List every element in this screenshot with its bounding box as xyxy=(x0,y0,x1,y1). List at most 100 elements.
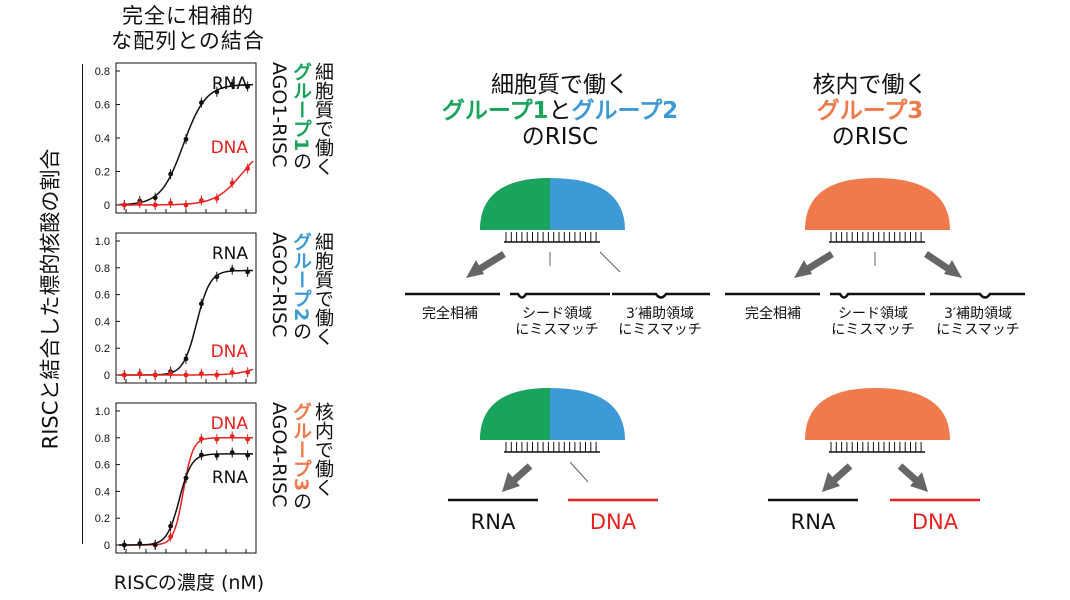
y-tick-label: 1.0 xyxy=(95,406,110,418)
arrow-rna-right xyxy=(829,463,853,485)
risc-group3-lower xyxy=(805,388,950,440)
data-point xyxy=(183,356,189,362)
x-axis-label: RISCの濃度 (nM) xyxy=(113,572,265,594)
panel-1-group: グループ1 xyxy=(290,62,312,152)
data-point xyxy=(245,369,251,375)
target-seed-right xyxy=(830,292,925,299)
series-label-top: RNA xyxy=(212,244,249,264)
data-point xyxy=(245,452,251,458)
data-point xyxy=(199,301,204,307)
data-point xyxy=(229,369,235,375)
arrowhead-perfect-left xyxy=(466,260,484,278)
arrowhead-rna-left xyxy=(502,472,520,492)
data-point xyxy=(199,100,204,106)
label-perfect-left: 完全相補 xyxy=(422,306,478,322)
x-tick-label: 0.001 xyxy=(139,558,169,560)
arrowhead-dna-right xyxy=(910,472,928,492)
risc-group1-2-lower xyxy=(480,388,625,440)
arrowhead-perfect-right xyxy=(794,260,812,278)
y-tick-label: 0.4 xyxy=(95,133,110,145)
y-tick-label: 0.2 xyxy=(95,167,110,179)
guide-strand-comb xyxy=(504,232,600,243)
dna-label-left: DNA xyxy=(589,510,637,534)
series-label-mid: DNA xyxy=(211,138,249,158)
data-point xyxy=(199,452,204,458)
rna-label-right: RNA xyxy=(790,510,836,534)
guide-strand-comb-lower xyxy=(504,442,600,453)
risc-group3-upper xyxy=(805,178,950,230)
arrow-perfect-right xyxy=(804,251,834,273)
data-point xyxy=(229,180,235,186)
label-seed-right: シード領域 にミスマッチ xyxy=(831,306,915,338)
plot-title: 完全に相補的 な配列との結合 xyxy=(88,4,288,54)
arrow-dna-left xyxy=(569,461,589,483)
series-label-mid: DNA xyxy=(211,342,249,362)
rna-label-left: RNA xyxy=(470,510,516,534)
data-point xyxy=(214,436,220,442)
panel-1: 0.8 0.6 0.4 0.2 0 RNA DNA xyxy=(95,62,257,214)
data-point xyxy=(121,372,127,378)
cytoplasm-group-2: グループ2 xyxy=(571,98,679,124)
arrow-rna-left xyxy=(509,463,533,485)
data-point xyxy=(168,523,173,529)
data-point xyxy=(229,434,235,439)
nucleus-header: 核内で働く グループ3 のRISC xyxy=(750,72,990,150)
data-point xyxy=(199,198,204,203)
data-point xyxy=(245,269,251,275)
cytoplasm-header: 細胞質で働く グループ1とグループ2 のRISC xyxy=(410,72,710,150)
y-tick-label: 0.4 xyxy=(95,316,110,328)
y-tick-label: 0.8 xyxy=(95,433,110,445)
y-tick-label: 0.2 xyxy=(95,343,110,355)
cytoplasm-group-1: グループ1 xyxy=(441,98,549,124)
y-tick-label: 0.8 xyxy=(95,66,110,78)
y-axis-label-rule xyxy=(82,64,83,544)
data-point xyxy=(137,371,143,377)
arrow-supp-right xyxy=(924,251,952,273)
y-tick-label: 0.6 xyxy=(95,290,110,302)
data-point xyxy=(214,89,220,95)
panel-2-side-label: 細胞質で働く グループ2の xyxy=(290,232,334,346)
data-point xyxy=(168,200,173,206)
panel-1-name: AGO1-RISC xyxy=(268,62,290,168)
y-tick-label: 0 xyxy=(104,200,110,212)
data-point xyxy=(183,475,189,481)
y-tick-label: 0.8 xyxy=(95,263,110,275)
y-tick-label: 0.6 xyxy=(95,100,110,112)
y-tick-label: 1.0 xyxy=(95,236,110,248)
arrowhead-rna-right xyxy=(822,472,840,492)
arrow-supp-left xyxy=(599,251,621,273)
panel-2-name: AGO2-RISC xyxy=(268,232,290,338)
panel-3: 1.00.80.60.40.20DNARNA0.0010.1 xyxy=(95,402,257,560)
data-point xyxy=(199,436,204,442)
data-point xyxy=(168,171,173,177)
target-supp-left xyxy=(612,292,710,299)
panel-3-group: グループ3 xyxy=(290,402,312,492)
data-point xyxy=(214,372,220,378)
data-point xyxy=(168,371,173,377)
data-point xyxy=(214,453,220,458)
data-point xyxy=(137,200,143,206)
series-label-top: RNA xyxy=(212,74,249,94)
cytoplasm-header-line-3: のRISC xyxy=(521,124,599,150)
panel-3-side-label: 核内で働く グループ3の xyxy=(290,402,334,511)
series-label-top: DNA xyxy=(211,414,249,434)
binding-curves: 0.80.60.40.20RNADNA1.00.80.60.40.20RNADN… xyxy=(95,62,257,560)
data-point xyxy=(137,541,143,546)
x-tick-label: 0.1 xyxy=(208,558,225,560)
y-tick-label: 0.4 xyxy=(95,486,110,498)
arrowhead-supp-right xyxy=(944,260,962,278)
dna-label-right: DNA xyxy=(911,510,959,534)
nucleus-group-3: グループ3 xyxy=(816,98,924,124)
panel-2-group: グループ2 xyxy=(290,232,312,322)
data-point xyxy=(152,202,158,208)
data-point xyxy=(152,542,158,548)
target-seed-left xyxy=(510,292,610,299)
y-tick-label: 0 xyxy=(104,370,110,382)
label-perfect-right: 完全相補 xyxy=(745,306,801,322)
plot-title-line-1: 完全に相補的 xyxy=(122,4,254,28)
label-seed-left: シード領域 にミスマッチ xyxy=(515,306,599,338)
data-point xyxy=(199,371,204,376)
plot-title-line-2: な配列との結合 xyxy=(111,29,265,53)
risc-diagram xyxy=(405,178,1025,502)
data-point xyxy=(229,81,235,87)
